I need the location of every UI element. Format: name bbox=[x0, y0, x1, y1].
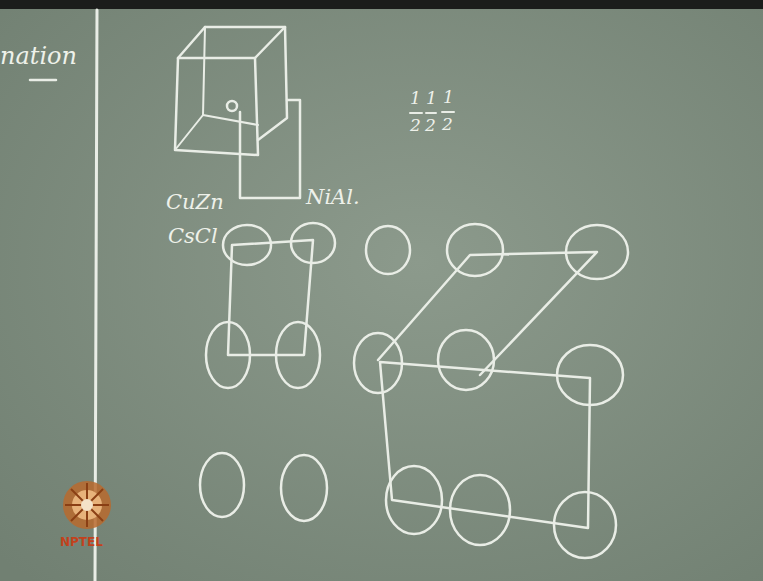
chalk-lines bbox=[30, 10, 628, 581]
heading-fragment: nation bbox=[0, 44, 77, 68]
fraction-numerator: 1 bbox=[426, 90, 437, 107]
atom-circles bbox=[200, 223, 628, 558]
compound-label: CuZn bbox=[166, 192, 224, 213]
fraction-denominator: 2 bbox=[425, 117, 436, 134]
fraction-denominator: 2 bbox=[410, 117, 421, 134]
logo-text: NPTEL bbox=[60, 536, 103, 548]
cell-outlines bbox=[228, 240, 597, 528]
fraction-bar bbox=[410, 112, 422, 114]
fraction-bar bbox=[442, 111, 454, 113]
unit-cell-cube bbox=[175, 27, 300, 198]
fraction-numerator: 1 bbox=[410, 90, 421, 107]
underline bbox=[30, 79, 56, 82]
fraction-denominator: 2 bbox=[442, 116, 453, 133]
fraction-bar bbox=[426, 112, 436, 114]
compound-label: CsCl bbox=[168, 226, 218, 247]
nptel-logo bbox=[63, 481, 111, 529]
fraction-numerator: 1 bbox=[443, 89, 454, 106]
compound-label: NiAl. bbox=[306, 187, 360, 208]
board-frame bbox=[0, 0, 763, 9]
